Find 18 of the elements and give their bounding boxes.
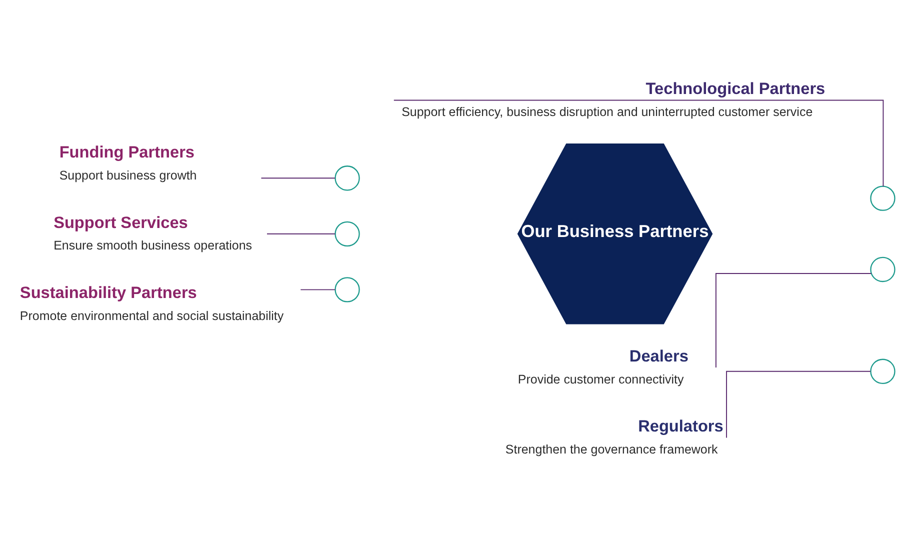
node-text: Regulators Strengthen the governance framework (505, 417, 724, 456)
node-circle (334, 220, 360, 246)
node-circle (870, 185, 896, 210)
connector (726, 370, 871, 438)
node-circle (870, 358, 896, 384)
connector (266, 232, 336, 234)
node-circle (334, 276, 360, 302)
connector (260, 177, 336, 178)
node-text: Sustainability Partners Promote environmental and social sustainability (20, 283, 284, 322)
connector (715, 272, 872, 368)
node-text: Dealers Provide customer connectivity (518, 346, 688, 386)
node-circle (334, 165, 360, 190)
connector (393, 99, 884, 186)
node-text: Technological Partners Support efficiency, business disruption and uninterrupted customer service (402, 80, 826, 119)
node-text: Funding Partners Support business growth (59, 143, 197, 182)
node-circle (870, 256, 896, 282)
node-text: Support Services Ensure smooth business operations (54, 213, 252, 252)
connector (300, 288, 336, 290)
